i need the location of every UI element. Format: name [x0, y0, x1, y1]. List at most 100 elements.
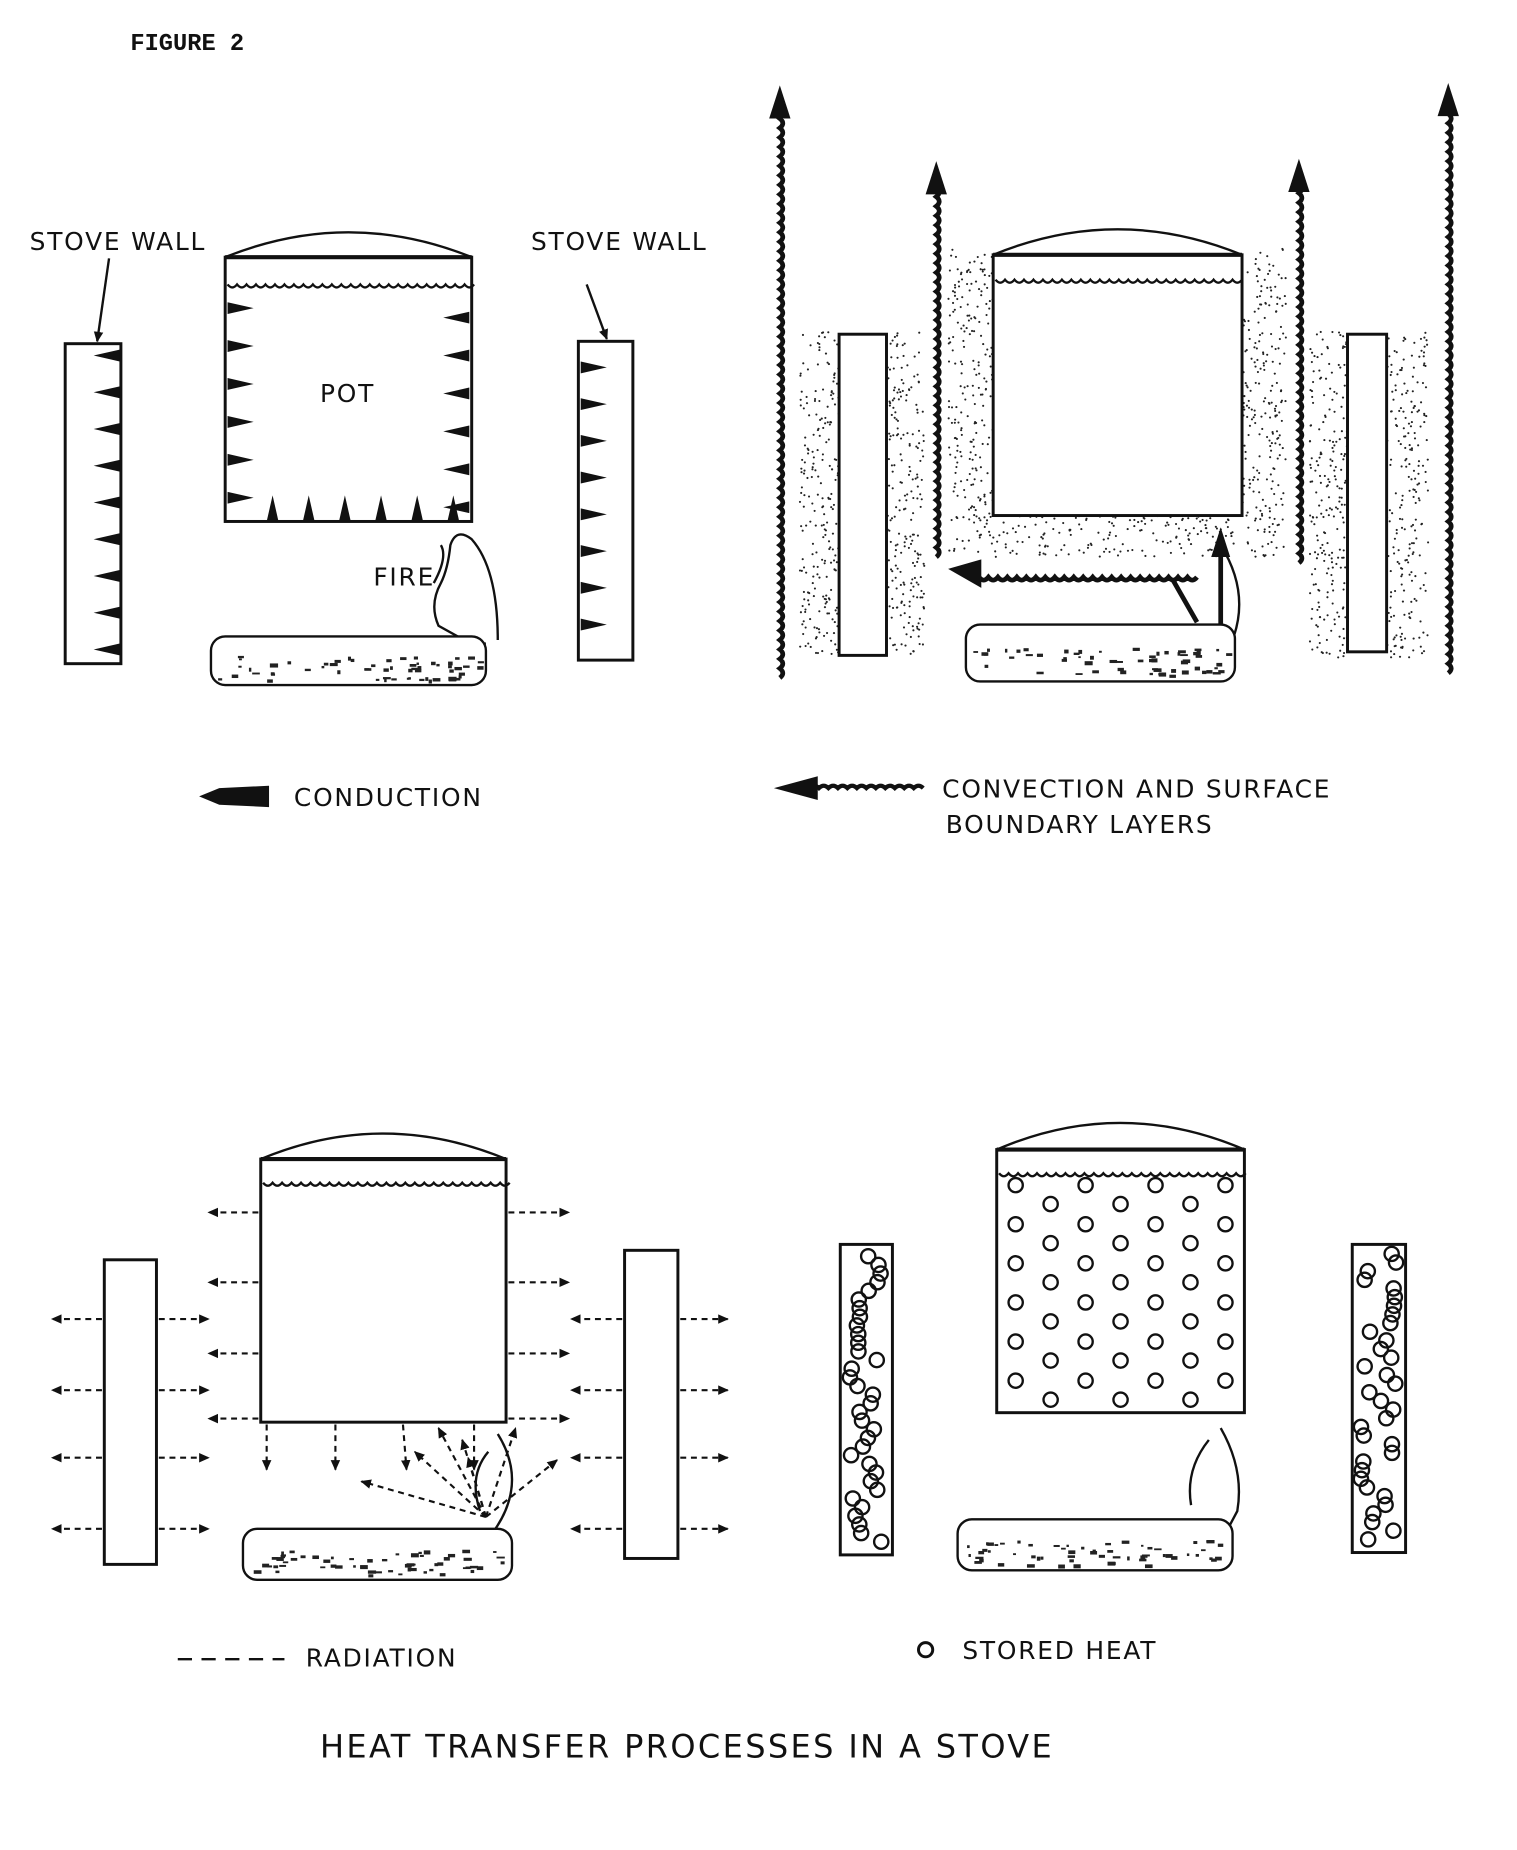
stipple-dot	[919, 505, 922, 508]
bark-texture	[1053, 1544, 1060, 1547]
stipple-dot	[903, 545, 906, 548]
conduction-arrow	[93, 643, 120, 656]
stipple-dot	[813, 587, 817, 590]
stipple-dot	[1246, 511, 1249, 514]
conduction-arrow	[227, 378, 254, 390]
bark-texture	[321, 665, 325, 669]
stipple-dot	[807, 495, 811, 498]
conduction-arrow	[580, 398, 607, 411]
bark-texture	[983, 653, 988, 656]
stipple-dot	[891, 339, 894, 342]
stipple-dot	[888, 438, 891, 441]
stipple-dot	[1414, 477, 1417, 480]
stipple-dot	[831, 468, 834, 471]
stipple-dot	[900, 551, 903, 554]
radiation-legend-label: RADIATION	[306, 1643, 458, 1672]
stipple-dot	[1174, 522, 1178, 526]
stipple-dot	[835, 648, 838, 651]
stipple-dot	[896, 606, 899, 609]
stipple-dot	[1387, 337, 1390, 340]
stipple-dot	[1330, 557, 1333, 560]
stipple-dot	[1319, 546, 1322, 550]
stipple-dot	[1333, 390, 1336, 393]
stipple-dot	[898, 509, 901, 512]
stipple-dot	[1276, 302, 1279, 306]
stipple-dot	[947, 337, 951, 340]
stipple-dot	[1415, 537, 1418, 540]
stipple-dot	[822, 595, 825, 598]
stipple-dot	[1323, 394, 1326, 397]
stipple-dot	[893, 397, 896, 400]
bark-texture	[413, 656, 418, 660]
bark-texture	[218, 678, 223, 681]
stipple-dot	[1321, 338, 1324, 341]
stipple-dot	[1270, 295, 1273, 298]
stipple-dot	[1274, 347, 1277, 351]
stipple-dot	[1332, 589, 1335, 592]
stipple-dot	[1258, 455, 1261, 458]
arrowhead	[1211, 527, 1231, 558]
stipple-dot	[819, 418, 822, 422]
stipple-dot	[1341, 643, 1344, 646]
stipple-dot	[952, 335, 955, 339]
stipple-dot	[1261, 514, 1264, 517]
stipple-dot	[1390, 591, 1393, 594]
stipple-dot	[1017, 524, 1020, 527]
stipple-dot	[1038, 544, 1041, 547]
stipple-dot	[1344, 436, 1347, 439]
stored-heat-circle	[1007, 1372, 1024, 1389]
stipple-dot	[818, 346, 821, 349]
stipple-dot	[1278, 337, 1281, 341]
log	[964, 623, 1237, 683]
stipple-dot	[1280, 277, 1283, 280]
stipple-dot	[1328, 362, 1331, 366]
stipple-dot	[1310, 360, 1313, 364]
stipple-dot	[975, 469, 978, 472]
bark-texture	[276, 1557, 284, 1561]
stipple-dot	[1403, 528, 1406, 531]
convection-legend-line1: CONVECTION AND SURFACE	[942, 775, 1331, 804]
conduction-arrow	[93, 423, 120, 435]
stipple-dot	[1210, 548, 1213, 551]
stipple-dot	[1311, 607, 1314, 611]
bark-texture	[1078, 656, 1081, 659]
stipple-dot	[989, 365, 992, 368]
stipple-dot	[1399, 506, 1402, 509]
stored-heat-circle	[1372, 1392, 1390, 1410]
stipple-dot	[951, 290, 955, 293]
stipple-dot	[889, 540, 892, 543]
stipple-dot	[1315, 333, 1318, 336]
stipple-dot	[1231, 531, 1234, 534]
bark-texture	[388, 1570, 394, 1573]
stipple-dot	[813, 397, 817, 401]
stored-heat-circle	[1352, 1418, 1370, 1436]
stipple-dot	[1406, 389, 1409, 392]
stipple-dot	[1311, 515, 1314, 519]
stipple-dot	[1340, 453, 1343, 456]
stipple-dot	[957, 285, 961, 288]
bark-texture	[375, 1571, 382, 1574]
stipple-dot	[1230, 535, 1233, 538]
stipple-dot	[821, 558, 824, 561]
bark-texture	[1073, 652, 1080, 655]
stipple-dot	[835, 522, 838, 525]
conduction-arrow	[93, 606, 120, 619]
stipple-dot	[900, 378, 903, 381]
stipple-dot	[890, 413, 893, 417]
stipple-dot	[1246, 541, 1249, 544]
stipple-dot	[1391, 512, 1394, 515]
stipple-dot	[1335, 562, 1338, 566]
bark-texture	[1112, 1556, 1121, 1559]
stipple-dot	[801, 458, 804, 461]
stipple-dot	[1328, 554, 1331, 557]
stipple-dot	[1325, 638, 1328, 642]
stipple-dot	[1133, 525, 1136, 528]
stored-heat-circle	[1112, 1195, 1129, 1213]
bark-texture	[371, 664, 376, 668]
bark-texture	[231, 674, 239, 679]
stipple-dot	[1395, 424, 1398, 427]
stored-heat-circle	[851, 1299, 868, 1317]
stipple-dot	[1417, 460, 1421, 463]
bark-texture	[375, 678, 380, 681]
radiation-arrow	[485, 1459, 558, 1518]
